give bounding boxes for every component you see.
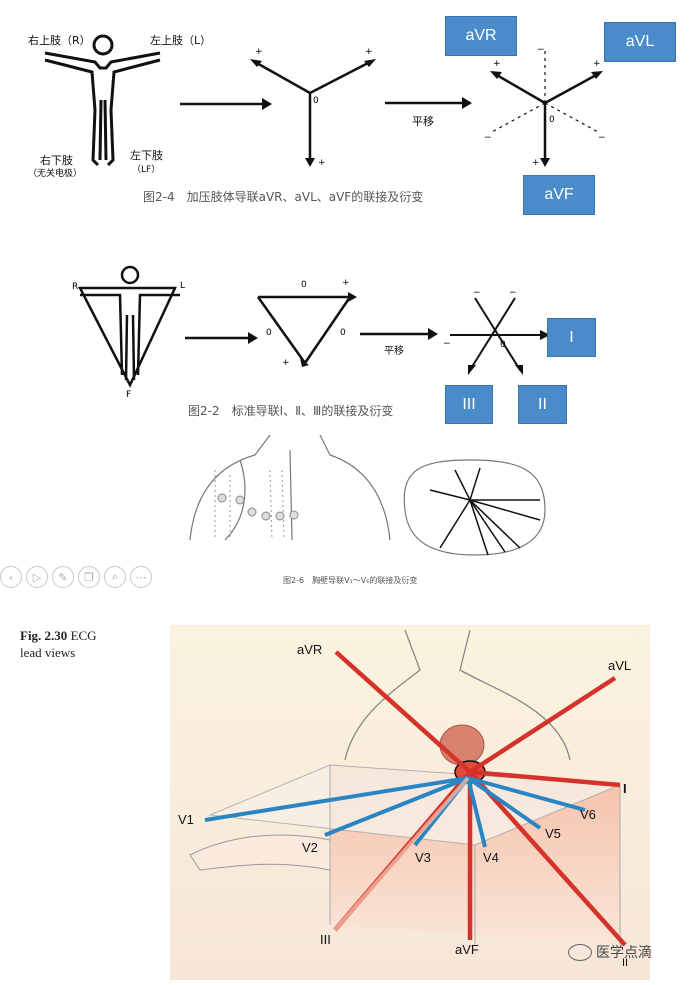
ecg-title-fig: Fig. 2.30 xyxy=(20,628,68,643)
svg-text:+: + xyxy=(532,158,540,168)
ecg-label-v4: V4 xyxy=(483,850,499,865)
svg-text:−: − xyxy=(443,339,451,349)
svg-text:0: 0 xyxy=(549,115,555,125)
ecg-label-v2: V2 xyxy=(302,840,318,855)
more-icon[interactable]: ⋯ xyxy=(130,566,152,588)
body-figure-1 xyxy=(44,34,161,167)
ecg-label-v3: V3 xyxy=(415,850,431,865)
svg-text:−: − xyxy=(598,133,606,143)
ecg-title-line2: lead views xyxy=(20,645,76,660)
svg-text:0: 0 xyxy=(500,340,506,350)
ecg-label-avf: aVF xyxy=(455,942,479,957)
svg-text:−: − xyxy=(509,288,517,298)
augmented-leads-drawing: + + 0 + + + − − − 0 + xyxy=(44,34,606,168)
svg-text:F: F xyxy=(126,390,131,400)
svg-text:0: 0 xyxy=(340,328,346,338)
play-icon[interactable]: ▷ xyxy=(26,566,48,588)
label-right-upper-limb: 右上肢（R） xyxy=(28,34,91,47)
body-figure-2 xyxy=(77,265,180,388)
svg-text:L: L xyxy=(180,281,185,291)
ecg-label-avl: aVL xyxy=(608,658,632,673)
figure-augmented-leads: + + 0 + + + − − − 0 + 右上肢（R） 左上肢（L） 右下肢 … xyxy=(0,0,692,225)
ecg-label-iii: III xyxy=(320,932,331,947)
lead-box-i: I xyxy=(547,318,596,357)
wechat-icon xyxy=(568,943,592,961)
svg-text:0: 0 xyxy=(301,280,307,290)
ecg-label-v1: V1 xyxy=(178,812,194,827)
svg-text:+: + xyxy=(318,158,326,168)
svg-text:0: 0 xyxy=(313,96,319,106)
standard-leads-drawing: R L F 0 0 0 + + 0 − − − xyxy=(72,265,550,400)
label-right-lower-limb: 右下肢 xyxy=(40,154,73,167)
label-left-lower-note: （LF） xyxy=(132,165,161,175)
label-shift-1: 平移 xyxy=(412,115,434,128)
ecg-title-word: ECG xyxy=(70,628,97,643)
watermark: 医学点滴 xyxy=(568,942,652,962)
ecg-label-v6: V6 xyxy=(580,807,596,822)
caption-figure-2-4: 图2-4 加压肢体导联aVR、aVL、aVF的联接及衍变 xyxy=(143,190,424,204)
svg-text:+: + xyxy=(282,358,290,368)
svg-text:R: R xyxy=(72,282,78,292)
label-left-lower-limb: 左下肢 xyxy=(130,149,163,162)
zoom-icon[interactable]: ⌕ xyxy=(104,566,126,588)
chest-leads-drawing xyxy=(189,434,546,556)
ecg-label-i: I xyxy=(623,781,627,796)
caption-figure-2-6: 图2-6 胸壁导联V₁～V₆的联接及衍变 xyxy=(283,576,418,585)
figure-standard-leads: R L F 0 0 0 + + 0 − − − 平移 图2-2 xyxy=(0,255,692,425)
lead-box-avf: aVF xyxy=(523,175,595,215)
ecg-label-v5: V5 xyxy=(545,826,561,841)
ecg-label-avr: aVR xyxy=(297,642,323,657)
ecg-lead-diagram xyxy=(170,625,650,980)
lead-box-ii: II xyxy=(518,385,567,424)
lead-box-avr: aVR xyxy=(445,16,517,56)
label-shift-2: 平移 xyxy=(384,346,404,357)
svg-text:+: + xyxy=(342,278,350,288)
back-icon[interactable]: ‹ xyxy=(0,566,22,588)
ecg-title: Fig. 2.30 ECG lead views xyxy=(20,627,97,661)
ecg-label-ii: II xyxy=(622,957,629,969)
watermark-text: 医学点滴 xyxy=(596,945,652,961)
svg-text:+: + xyxy=(493,59,501,69)
svg-text:+: + xyxy=(255,47,263,57)
lead-box-avl: aVL xyxy=(604,22,676,62)
svg-text:−: − xyxy=(473,288,481,298)
svg-text:+: + xyxy=(593,59,601,69)
svg-text:−: − xyxy=(537,45,545,55)
svg-text:−: − xyxy=(484,133,492,143)
svg-text:0: 0 xyxy=(266,328,272,338)
lead-box-iii: III xyxy=(445,385,493,424)
svg-text:+: + xyxy=(365,47,373,57)
pen-icon[interactable]: ✎ xyxy=(52,566,74,588)
copy-icon[interactable]: ❐ xyxy=(78,566,100,588)
caption-figure-2-2: 图2-2 标准导联Ⅰ、Ⅱ、Ⅲ的联接及衍变 xyxy=(188,404,394,418)
viewer-toolbar: ‹ ▷ ✎ ❐ ⌕ ⋯ xyxy=(0,566,152,588)
ecg-lead-views: Fig. 2.30 ECG lead views xyxy=(0,600,692,985)
label-right-lower-note: （无关电极） xyxy=(28,169,83,179)
label-left-upper-limb: 左上肢（L） xyxy=(150,34,212,47)
figure-chest-leads: 图2-6 胸壁导联V₁～V₆的联接及衍变 xyxy=(0,430,692,590)
